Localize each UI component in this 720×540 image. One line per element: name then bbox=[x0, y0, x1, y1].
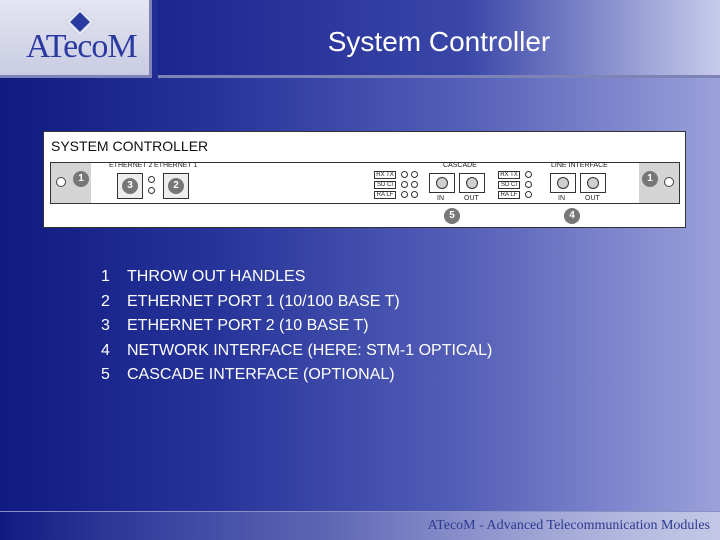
page-title: System Controller bbox=[327, 26, 551, 57]
label-line-out: OUT bbox=[585, 195, 600, 202]
label-line-interface: LINE INTERFACE bbox=[551, 162, 608, 169]
label-cascade-out: OUT bbox=[464, 195, 479, 202]
logo-text: ATecoM bbox=[26, 28, 138, 65]
left-handle: 1 bbox=[51, 163, 91, 203]
label-cascade-in: IN bbox=[437, 195, 444, 202]
led-icon bbox=[401, 191, 408, 198]
led-icon bbox=[411, 191, 418, 198]
system-controller-panel-diagram: SYSTEM CONTROLLER 1 ETHERNET 2 ETHERNET … bbox=[43, 131, 686, 228]
led-icon bbox=[525, 181, 532, 188]
fiber-connector-icon bbox=[557, 177, 569, 189]
ethernet-port-1: 2 bbox=[163, 173, 189, 199]
legend-number: 5 bbox=[101, 366, 110, 383]
legend-text: ETHERNET PORT 1 (10/100 BASE T) bbox=[127, 292, 400, 310]
led-label-ra-lf: RA LF bbox=[374, 191, 396, 199]
cascade-in-port bbox=[429, 173, 455, 193]
legend-text: NETWORK INTERFACE (HERE: STM-1 OPTICAL) bbox=[127, 341, 493, 359]
fiber-connector-icon bbox=[436, 177, 448, 189]
legend-number: 3 bbox=[101, 317, 110, 334]
badge-1-right: 1 bbox=[642, 171, 658, 187]
fiber-connector-icon bbox=[466, 177, 478, 189]
ethernet-port-2: 3 bbox=[117, 173, 143, 199]
led-icon bbox=[525, 191, 532, 198]
legend-number: 4 bbox=[101, 341, 110, 359]
led-label-sd-ci: SD CI bbox=[374, 181, 396, 189]
label-line-in: IN bbox=[558, 195, 565, 202]
line-in-port bbox=[550, 173, 576, 193]
cascade-out-port bbox=[459, 173, 485, 193]
legend-text: THROW OUT HANDLES bbox=[127, 268, 306, 285]
logo-box: ATecoM bbox=[0, 0, 152, 78]
badge-2: 2 bbox=[168, 178, 184, 194]
led-icon bbox=[411, 171, 418, 178]
led-label-ra-lf: RA LF bbox=[498, 191, 520, 199]
fiber-connector-icon bbox=[587, 177, 599, 189]
screw-icon bbox=[664, 177, 674, 187]
led-icon bbox=[148, 176, 155, 183]
legend-number: 1 bbox=[101, 268, 110, 285]
label-ethernet1: ETHERNET 1 bbox=[154, 162, 198, 169]
led-label-sd-ci: SD CI bbox=[498, 181, 520, 189]
panel-title: SYSTEM CONTROLLER bbox=[51, 138, 209, 154]
label-ethernet2: ETHERNET 2 bbox=[109, 162, 153, 169]
led-icon bbox=[401, 171, 408, 178]
legend-text: ETHERNET PORT 2 (10 BASE T) bbox=[127, 317, 369, 334]
badge-4: 4 bbox=[564, 208, 580, 224]
led-icon bbox=[411, 181, 418, 188]
led-icon bbox=[401, 181, 408, 188]
led-icon bbox=[525, 171, 532, 178]
legend-number: 2 bbox=[101, 292, 110, 310]
panel-front-strip: 1 ETHERNET 2 ETHERNET 1 3 2 RX TX SD CI … bbox=[50, 162, 680, 204]
footer-text: ATecoM - Advanced Telecommunication Modu… bbox=[427, 518, 710, 533]
label-cascade: CASCADE bbox=[443, 162, 477, 169]
badge-5: 5 bbox=[444, 208, 460, 224]
title-bar: System Controller bbox=[158, 0, 720, 78]
led-icon bbox=[148, 187, 155, 194]
legend-text: CASCADE INTERFACE (OPTIONAL) bbox=[127, 366, 395, 383]
right-handle: 1 bbox=[639, 163, 679, 203]
led-label-rx-tx: RX TX bbox=[374, 171, 396, 179]
footer-bar: ATecoM - Advanced Telecommunication Modu… bbox=[0, 511, 720, 540]
screw-icon bbox=[56, 177, 66, 187]
badge-3: 3 bbox=[122, 178, 138, 194]
badge-1-left: 1 bbox=[73, 171, 89, 187]
led-label-rx-tx: RX TX bbox=[498, 171, 520, 179]
line-out-port bbox=[580, 173, 606, 193]
